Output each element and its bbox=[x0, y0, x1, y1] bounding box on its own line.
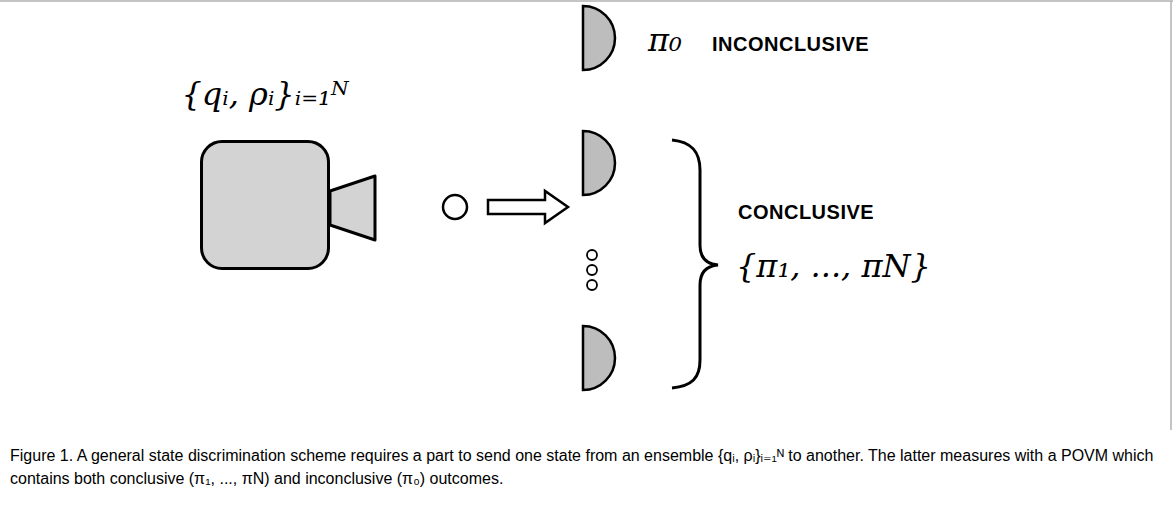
source-box: {qᵢ, ρᵢ}ᵢ₌₁ᴺ bbox=[200, 140, 330, 270]
source-nozzle bbox=[330, 176, 375, 240]
outcome-label: CONCLUSIVE bbox=[738, 201, 874, 224]
frame-line bbox=[1170, 1, 1172, 430]
detector-inconclusive bbox=[583, 6, 615, 70]
frame-line bbox=[0, 0, 1173, 2]
detector-conclusive bbox=[583, 326, 615, 390]
ellipsis-dot bbox=[587, 280, 597, 290]
ellipsis-dot bbox=[587, 250, 597, 260]
state-particle bbox=[443, 195, 467, 219]
ellipsis-dots bbox=[587, 250, 597, 290]
outcome-symbol: π₀ bbox=[648, 21, 682, 59]
outcome-label: INCONCLUSIVE bbox=[712, 33, 869, 56]
ensemble-label: {qᵢ, ρᵢ}ᵢ₌₁ᴺ bbox=[181, 75, 348, 113]
detector-conclusive bbox=[583, 131, 615, 195]
hollow-arrow bbox=[488, 191, 568, 223]
ellipsis-dot bbox=[587, 265, 597, 275]
outcome-set: {π₁, ..., πN} bbox=[736, 247, 931, 285]
figure-caption: Figure 1. A general state discrimination… bbox=[10, 444, 1160, 490]
bracket bbox=[672, 140, 718, 388]
